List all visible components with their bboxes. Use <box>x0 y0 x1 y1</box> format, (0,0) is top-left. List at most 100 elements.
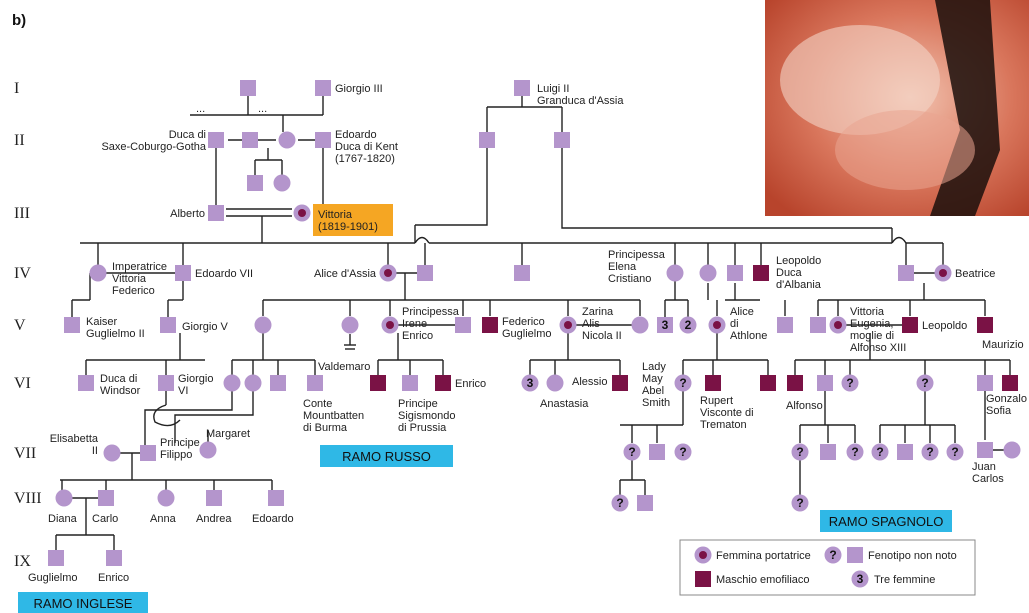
guglielmo-label: Guglielmo <box>28 572 78 584</box>
generation-label: II <box>14 132 25 149</box>
guglielmo-symbol <box>48 550 64 566</box>
enrico-ix-symbol <box>106 550 122 566</box>
kaiser-symbol <box>64 317 80 333</box>
female-symbol <box>244 374 262 392</box>
unknown-phenotype-symbol-text: ? <box>876 445 883 459</box>
ellipsis-text: ... <box>258 103 267 115</box>
male-symbol <box>897 444 913 460</box>
line-crossing <box>153 404 181 427</box>
generation-label: IV <box>14 265 31 282</box>
three-females-badge-text: 3 <box>527 376 534 390</box>
generation-label: V <box>14 317 26 334</box>
unknown-phenotype-symbol-text: ? <box>679 445 686 459</box>
pedigree-line <box>174 390 254 443</box>
unknown-phenotype-symbol <box>946 443 964 461</box>
unknown-phenotype-symbol <box>791 494 809 512</box>
alice-assia-label: Alice d'Assia <box>314 268 377 280</box>
male-symbol <box>514 265 530 281</box>
male-symbol <box>777 317 793 333</box>
portrait-veil <box>780 25 940 135</box>
carrier-dot <box>386 321 394 329</box>
male-symbol <box>810 317 826 333</box>
unknown-phenotype-symbol <box>611 494 629 512</box>
enrico-ix-label: Enrico <box>98 572 129 584</box>
carrier-dot <box>564 321 572 329</box>
female-symbol <box>223 374 241 392</box>
carlo-symbol <box>98 490 114 506</box>
duca-windsor-symbol <box>78 375 94 391</box>
margaret-label: Margaret <box>206 428 250 440</box>
anastasia-label: Anastasia <box>540 398 589 410</box>
male-symbol <box>649 444 665 460</box>
unknown-phenotype-symbol <box>674 443 692 461</box>
unknown-phenotype-symbol-text: ? <box>628 445 635 459</box>
anastasia-symbol <box>546 374 564 392</box>
male-symbol <box>242 132 258 148</box>
ramo-inglese-label-text: RAMO INGLESE <box>34 596 133 611</box>
imperatrice-symbol <box>89 264 107 282</box>
maurizio-label: Maurizio <box>982 339 1024 351</box>
edoardo-label: Edoardo <box>252 513 294 525</box>
carrier-dot <box>834 321 842 329</box>
ellipsis-text: ... <box>196 103 205 115</box>
gonzalo-symbol <box>1002 375 1018 391</box>
three-females-badge <box>521 374 539 392</box>
legend-unknown-square <box>847 547 863 563</box>
male-symbol <box>479 132 495 148</box>
panel-label: b) <box>12 12 26 29</box>
male-symbol <box>417 265 433 281</box>
legend-hemophiliac-symbol <box>695 571 711 587</box>
unknown-phenotype-symbol <box>791 443 809 461</box>
enrico-label: Enrico <box>455 378 486 390</box>
generation-label: I <box>14 80 19 97</box>
unknown-phenotype-symbol-text: ? <box>846 376 853 390</box>
male-symbol <box>455 317 471 333</box>
generation-label: VI <box>14 375 31 392</box>
vittoria-highlight <box>313 204 393 236</box>
unknown-phenotype-symbol-text: ? <box>796 496 803 510</box>
filippo-symbol <box>140 445 156 461</box>
sigismondo-symbol <box>402 375 418 391</box>
male-symbol <box>247 175 263 191</box>
carrier-dot <box>713 321 721 329</box>
alfonso-symbol <box>787 375 803 391</box>
edoardo-kent-symbol <box>315 132 331 148</box>
legend <box>679 539 976 596</box>
line-crossing <box>414 236 430 244</box>
generation-label: VIII <box>14 490 42 507</box>
anna-symbol <box>157 489 175 507</box>
pedigree-line <box>415 148 488 226</box>
three-females-badge-text: 3 <box>662 318 669 332</box>
sofia-symbol <box>1003 441 1021 459</box>
legend-unknown-symbol-text: ? <box>829 548 836 562</box>
alfonso-label: Alfonso <box>786 400 823 412</box>
unknown-phenotype-symbol-text: ? <box>951 445 958 459</box>
male-symbol <box>554 132 570 148</box>
giorgio-iii-label: Giorgio III <box>335 83 383 95</box>
luigi-ii-symbol <box>514 80 530 96</box>
female-symbol <box>273 174 291 192</box>
andrea-symbol <box>206 490 222 506</box>
male-symbol <box>637 495 653 511</box>
unknown-phenotype-symbol-text: ? <box>851 445 858 459</box>
alessio-label: Alessio <box>572 376 607 388</box>
legend-three-badge <box>851 570 869 588</box>
carrier-dot <box>384 269 392 277</box>
giorgio-iii-symbol <box>315 80 331 96</box>
edoardo-vii-symbol <box>175 265 191 281</box>
beatrice-label: Beatrice <box>955 268 995 280</box>
rupert-symbol <box>705 375 721 391</box>
